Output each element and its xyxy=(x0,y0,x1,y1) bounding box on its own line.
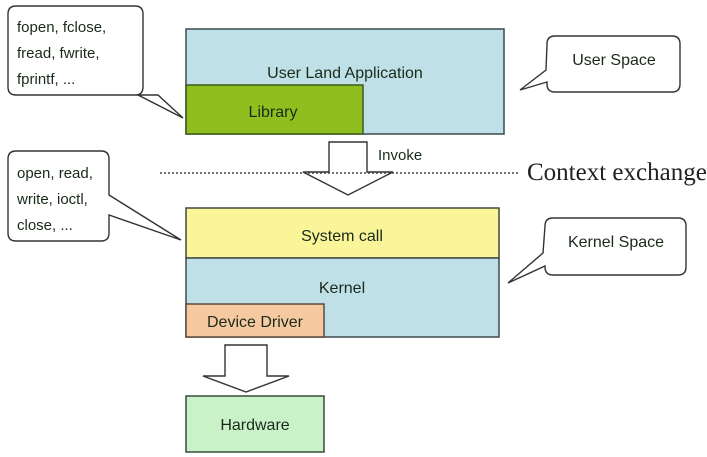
system-call-block xyxy=(185,207,500,259)
hardware-label: Hardware xyxy=(220,417,289,434)
invoke-label: Invoke xyxy=(378,147,422,164)
libc-callout-line-3: fprintf, ... xyxy=(17,71,75,88)
libc-callout-bubble xyxy=(7,5,184,119)
syscalls-callout-line-2: write, ioctl, xyxy=(16,191,88,208)
hardware-block xyxy=(185,395,325,453)
library-block xyxy=(185,84,364,135)
kernel-label: Kernel xyxy=(319,280,365,297)
context-exchange-label: Context exchange xyxy=(527,159,707,186)
hardware-arrow xyxy=(202,344,290,393)
kernel-space-callout-bubble xyxy=(507,217,687,284)
libc-callout-line-2: fread, fwrite, xyxy=(17,45,100,62)
libc-callout-line-1: fopen, fclose, xyxy=(17,19,106,36)
syscalls-callout-line-1: open, read, xyxy=(17,165,93,182)
device-driver-label: Device Driver xyxy=(207,314,304,331)
user-space-callout-bubble xyxy=(519,35,681,93)
system-call-label: System call xyxy=(301,228,383,245)
kernel-space-label: Kernel Space xyxy=(568,234,664,251)
device-driver-block xyxy=(185,303,325,338)
syscalls-callout-bubble xyxy=(7,150,182,242)
library-label: Library xyxy=(249,104,298,121)
invoke-arrow xyxy=(302,141,394,196)
syscalls-callout-line-3: close, ... xyxy=(17,217,73,234)
user-space-label: User Space xyxy=(572,52,656,69)
user-land-application-label: User Land Application xyxy=(267,65,423,82)
